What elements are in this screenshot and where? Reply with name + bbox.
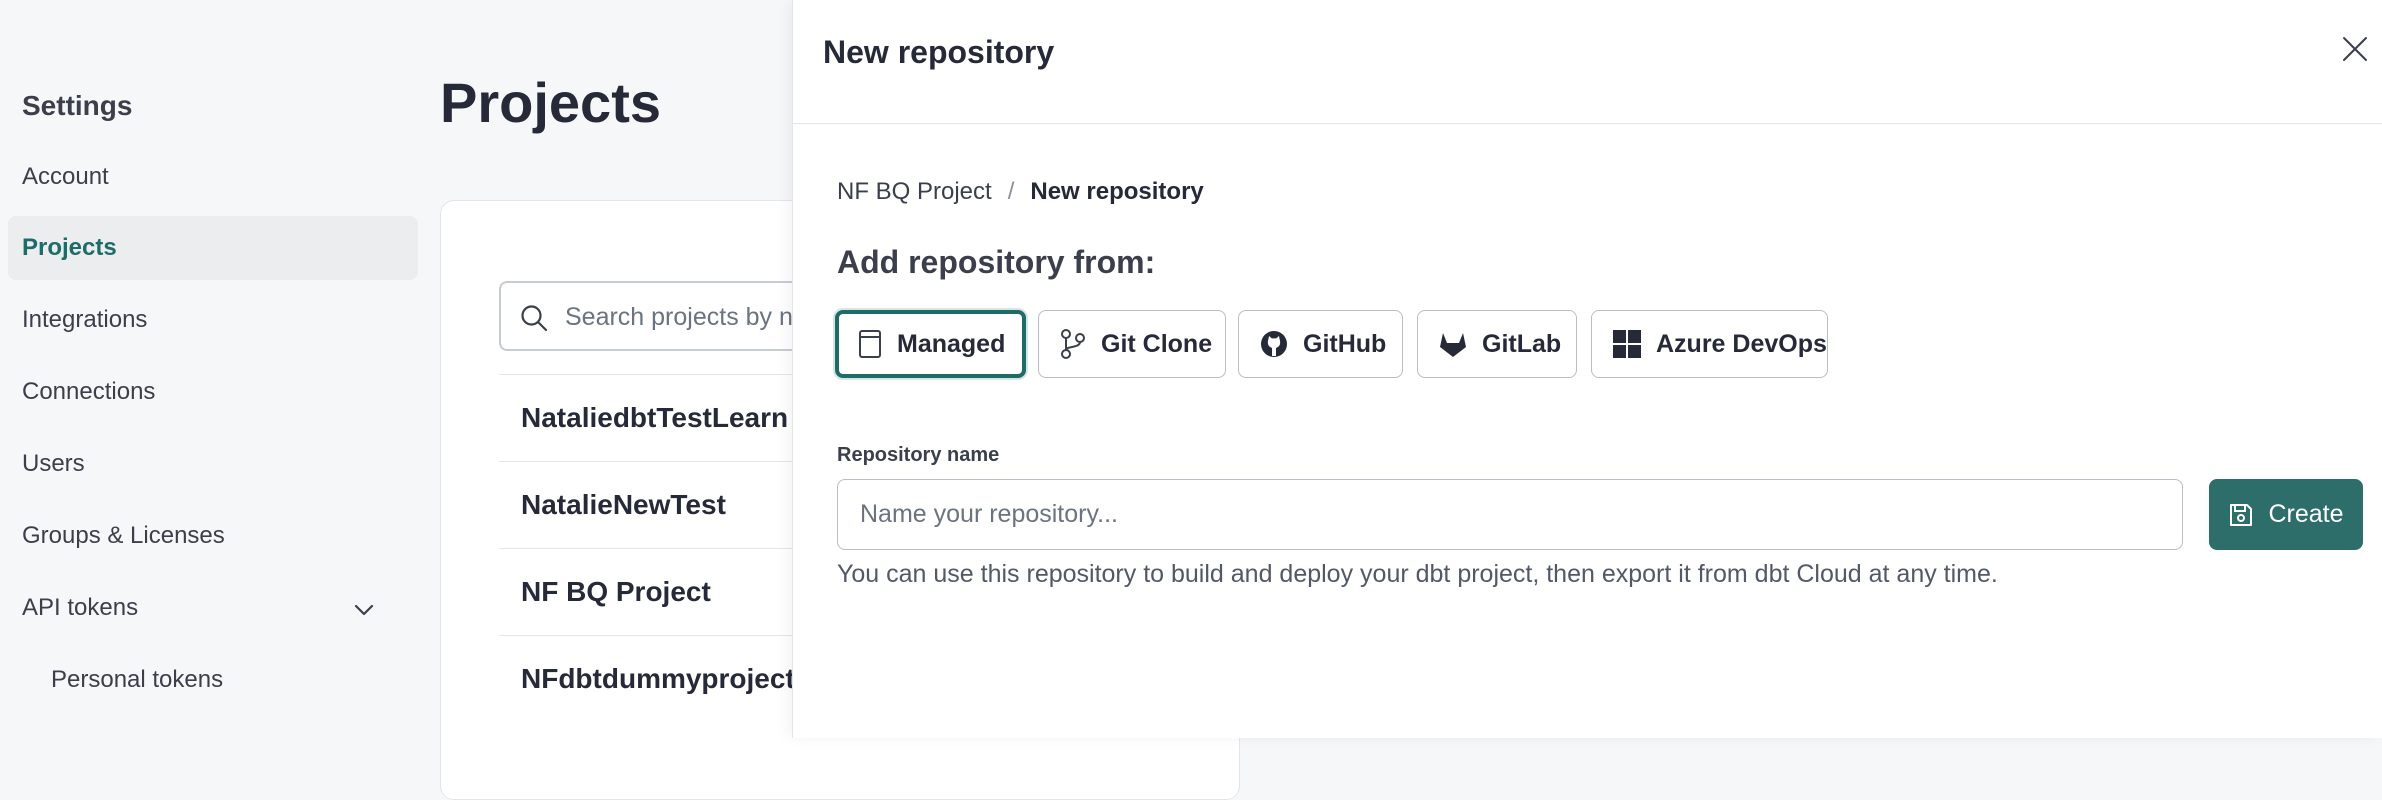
search-placeholder: Search projects by na — [565, 303, 807, 331]
drawer-title: New repository — [823, 34, 1055, 70]
breadcrumb-separator: / — [1007, 178, 1015, 205]
provider-git-clone-button[interactable]: Git Clone — [1038, 310, 1226, 378]
gitlab-icon — [1440, 333, 1466, 357]
sidebar-item-label: Integrations — [22, 306, 148, 333]
provider-label: Git Clone — [1101, 329, 1213, 358]
sidebar-item-groups-licenses[interactable]: Groups & Licenses — [8, 504, 418, 568]
git-branch-icon — [1061, 329, 1085, 359]
breadcrumb: NF BQ Project / New repository — [837, 178, 1204, 206]
drawer-header: New repository — [793, 0, 2382, 124]
sidebar-item-connections[interactable]: Connections — [8, 360, 418, 424]
search-icon — [521, 305, 548, 332]
project-name: NFdbtdummyproject — [521, 663, 795, 694]
sidebar-item-label: Projects — [22, 234, 117, 261]
provider-label: Managed — [897, 329, 1006, 358]
github-icon — [1261, 331, 1287, 357]
create-button-label: Create — [2268, 500, 2344, 528]
page-title: Projects — [440, 71, 661, 134]
new-repository-drawer: New repository NF BQ Project / New repos… — [792, 0, 2382, 738]
provider-managed-button[interactable]: Managed — [835, 310, 1026, 378]
project-name: NF BQ Project — [521, 576, 711, 607]
sidebar-item-label: Groups & Licenses — [22, 522, 225, 549]
sidebar-item-integrations[interactable]: Integrations — [8, 288, 418, 352]
provider-label: Azure DevOps — [1656, 329, 1827, 358]
create-button[interactable]: Create — [2209, 479, 2363, 550]
sidebar-item-personal-tokens[interactable]: Personal tokens — [37, 648, 418, 712]
sidebar-item-label: Connections — [22, 378, 156, 405]
repository-name-input[interactable] — [837, 479, 2183, 550]
sidebar-item-projects[interactable]: Projects — [8, 216, 418, 280]
breadcrumb-parent[interactable]: NF BQ Project — [837, 178, 992, 205]
repository-book-icon — [859, 330, 881, 358]
chevron-down-icon[interactable] — [352, 598, 376, 622]
sidebar-item-label: Personal tokens — [51, 666, 224, 693]
sidebar-item-users[interactable]: Users — [8, 432, 418, 496]
provider-label: GitLab — [1482, 329, 1562, 358]
sidebar-item-label: API tokens — [22, 594, 139, 621]
breadcrumb-current: New repository — [1030, 178, 1204, 205]
section-heading: Add repository from: — [837, 244, 1156, 280]
sidebar-title: Settings — [22, 90, 133, 121]
project-name: NatalieNewTest — [521, 489, 726, 520]
sidebar-item-label: Users — [22, 450, 85, 477]
provider-label: GitHub — [1303, 329, 1387, 358]
repository-name-label: Repository name — [837, 444, 1000, 466]
sidebar-item-api-tokens[interactable]: API tokens — [8, 576, 418, 640]
settings-sidebar: Settings Account Projects Integrations C… — [0, 0, 430, 738]
sidebar-item-label: Account — [22, 163, 109, 190]
sidebar-item-account[interactable]: Account — [8, 145, 418, 209]
save-icon — [2230, 503, 2253, 526]
close-icon[interactable] — [2340, 34, 2370, 64]
provider-gitlab-button[interactable]: GitLab — [1417, 310, 1577, 378]
azure-devops-icon — [1613, 330, 1641, 358]
provider-github-button[interactable]: GitHub — [1238, 310, 1403, 378]
provider-azure-devops-button[interactable]: Azure DevOps — [1591, 310, 1828, 378]
help-text: You can use this repository to build and… — [837, 560, 1998, 588]
project-name: NataliedbtTestLearn T — [521, 402, 813, 433]
